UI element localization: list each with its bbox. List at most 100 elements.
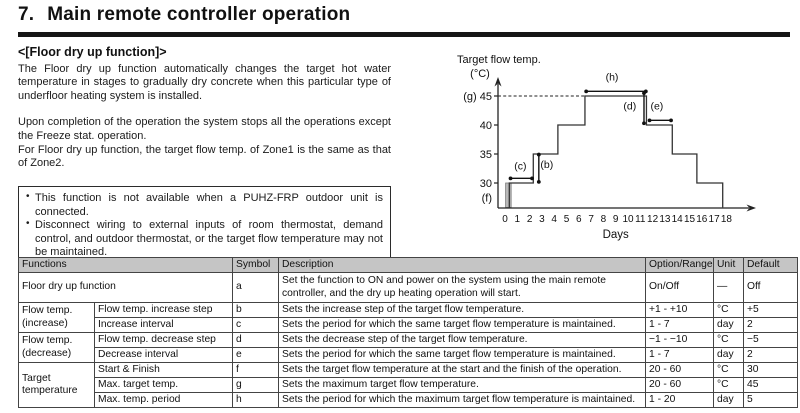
cell-range: 1 - 7 (645, 347, 714, 363)
cell-default: 30 (743, 362, 798, 378)
title-divider-bar (18, 32, 790, 37)
table-row: Max. temp. period h Sets the period for … (19, 392, 798, 408)
cell-symbol: e (232, 347, 279, 363)
header-symbol: Symbol (232, 257, 279, 273)
cell-description: Sets the period for which the maximum ta… (278, 392, 646, 408)
cell-symbol: g (232, 377, 279, 393)
target-flow-temp-step-line (508, 95, 724, 208)
cell-range: 20 - 60 (645, 362, 714, 378)
cell-default: 2 (743, 317, 798, 333)
cell-range: 20 - 60 (645, 377, 714, 393)
cell-default: Off (743, 272, 798, 303)
arrow-endpoint (647, 118, 652, 123)
cell-unit: day (713, 317, 744, 333)
cell-range: 1 - 20 (645, 392, 714, 408)
note-list: This function is not available when a PU… (24, 191, 383, 260)
annotation-label-e: (e) (650, 100, 663, 112)
cell-unit: °C (713, 377, 744, 393)
section-title: Main remote controller operation (47, 4, 351, 25)
paragraph-2: Upon completion of the operation the sys… (18, 116, 391, 142)
table-row: Floor dry up function a Set the function… (18, 272, 798, 303)
cell-range: On/Off (645, 272, 714, 303)
table-row: Decrease interval e Sets the period for … (19, 347, 798, 363)
start-temp-label: (f) (482, 193, 492, 205)
x-tick-label: 1 (515, 214, 521, 225)
arrow-endpoint (669, 118, 673, 123)
cell-description: Set the function to ON and power on the … (278, 272, 646, 303)
x-axis-arrow (746, 204, 756, 212)
cell-default: 45 (743, 377, 798, 393)
cell-description: Sets the target flow temperature at the … (278, 362, 646, 378)
x-tick-label: 12 (647, 214, 659, 225)
subsection-heading: <[Floor dry up function]> (18, 45, 167, 59)
cell-unit: °C (713, 302, 744, 318)
cell-symbol: d (232, 332, 279, 348)
note-box: This function is not available when a PU… (18, 185, 391, 267)
cell-subfunction: Flow temp. decrease step (94, 332, 233, 348)
cell-description: Sets the maximum target flow temperature… (278, 377, 646, 393)
x-tick-label: 2 (527, 214, 533, 225)
paragraph-3: For Floor dry up function, the target fl… (18, 143, 391, 170)
cell-range: +1 - +10 (645, 302, 714, 318)
cell-unit: day (713, 347, 744, 363)
cell-description: Sets the period for which the same targe… (278, 347, 646, 363)
cell-subfunction: Increase interval (94, 317, 233, 333)
x-tick-label: 17 (709, 214, 721, 225)
x-tick-label: 16 (696, 214, 708, 225)
cell-unit: °C (713, 332, 744, 348)
x-tick-label: 14 (672, 214, 684, 225)
arrow-endpoint (536, 179, 541, 184)
cell-default: +5 (743, 302, 798, 318)
cell-symbol: a (232, 272, 279, 303)
header-functions: Functions (18, 257, 233, 273)
chart-y-unit-label: (°C) (470, 68, 490, 80)
y-tick-label: 30 (480, 178, 492, 190)
cell-symbol: h (232, 392, 279, 408)
cell-unit: — (713, 272, 744, 303)
table-row: Increase interval c Sets the period for … (19, 317, 798, 333)
arrow-endpoint (642, 121, 646, 126)
cell-group: Target temperature (18, 362, 95, 408)
table-row: Max. target temp. g Sets the maximum tar… (19, 377, 798, 393)
header-default: Default (743, 257, 798, 273)
cell-group: Flow temp. (decrease) (18, 332, 95, 363)
cell-subfunction: Max. target temp. (94, 377, 233, 393)
x-tick-label: 0 (502, 214, 508, 225)
cell-subfunction: Decrease interval (94, 347, 233, 363)
cell-function: Floor dry up function (18, 272, 233, 303)
table-row: Target temperature Start & Finish f Sets… (18, 362, 798, 408)
annotation-label-b: (b) (540, 159, 553, 171)
functions-table: Functions Symbol Description Option/Rang… (18, 257, 798, 408)
x-tick-label: 7 (588, 214, 594, 225)
header-range: Option/Range (645, 257, 714, 273)
x-axis-title: Days (603, 229, 629, 241)
cell-symbol: b (232, 302, 279, 318)
x-tick-label: 15 (684, 214, 696, 225)
x-tick-label: 11 (635, 214, 646, 225)
cell-symbol: c (232, 317, 279, 333)
page-title: 7. Main remote controller operation (18, 4, 350, 26)
section-number: 7. (18, 4, 35, 25)
x-tick-label: 18 (721, 214, 733, 225)
table-row: Flow temp. (increase) Flow temp. increas… (18, 302, 798, 333)
arrow-endpoint (642, 91, 646, 95)
x-tick-label: 10 (622, 214, 634, 225)
cell-description: Sets the period for which the same targe… (278, 317, 646, 333)
note-item: Disconnect wiring to external inputs of … (24, 218, 383, 260)
x-tick-label: 5 (564, 214, 570, 225)
cell-range: 1 - 7 (645, 317, 714, 333)
chart-title: Target flow temp. (457, 54, 541, 66)
y-tick-label: 35 (480, 149, 492, 161)
table-header-row: Functions Symbol Description Option/Rang… (18, 257, 798, 273)
annotation-label-h: (h) (606, 71, 619, 83)
x-tick-label: 9 (613, 214, 619, 225)
annotation-label-c: (c) (514, 161, 526, 173)
cell-description: Sets the increase step of the target flo… (278, 302, 646, 318)
arrow-endpoint (508, 176, 513, 181)
annotation-label-d: (d) (623, 100, 636, 112)
note-item: This function is not available when a PU… (24, 191, 383, 219)
cell-default: 5 (743, 392, 798, 408)
